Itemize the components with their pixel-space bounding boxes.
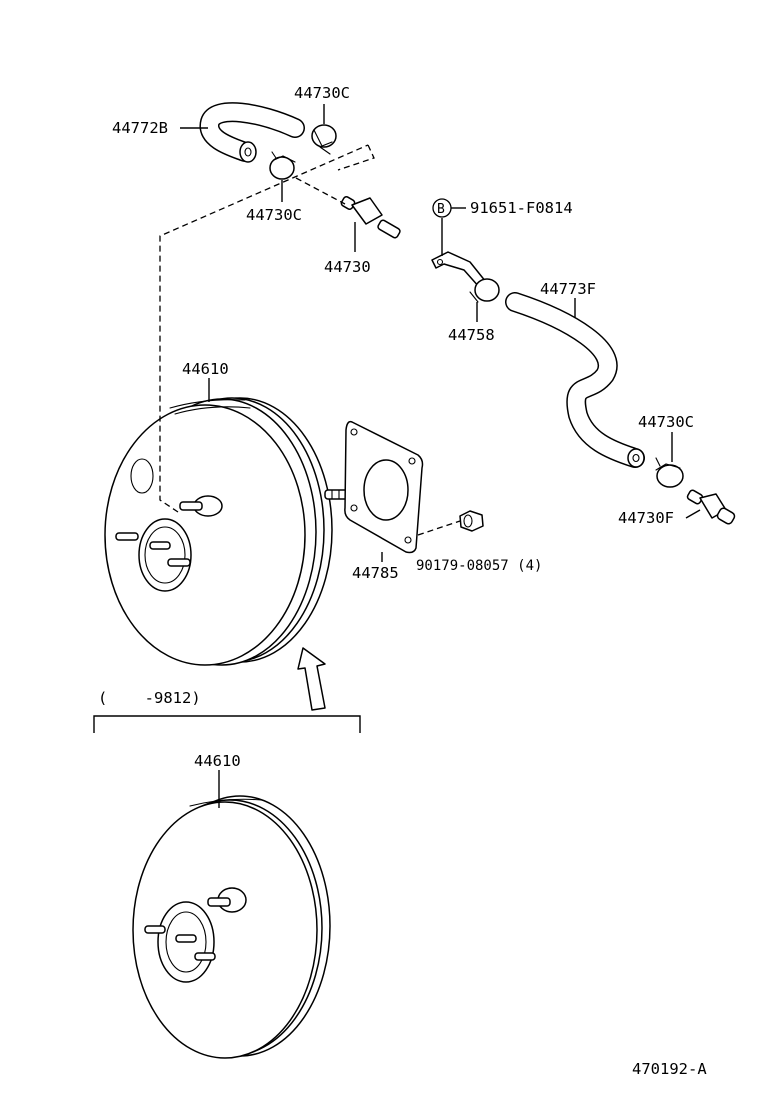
- reference-letter: B: [437, 202, 445, 217]
- part-label-44730c-mid: 44730C: [246, 206, 302, 224]
- union-fitting: [686, 489, 736, 525]
- connection-lines: [159, 144, 461, 536]
- variant-bracket: [93, 715, 361, 733]
- part-label-44758: 44758: [448, 326, 495, 344]
- part-label-44730c-right: 44730C: [638, 413, 694, 431]
- date-range-label: ( -9812): [98, 689, 201, 707]
- vacuum-hose-44772b: [199, 102, 305, 163]
- hose-clip-right: [655, 457, 684, 488]
- nut: [459, 510, 484, 532]
- check-valve: [340, 196, 401, 239]
- diagram-code: 470192-A: [632, 1060, 707, 1078]
- part-label-90179: 90179-08057 (4): [416, 558, 542, 574]
- part-label-44772b: 44772B: [112, 119, 168, 137]
- part-label-91651: 91651-F0814: [470, 199, 573, 217]
- hose-bracket: [431, 251, 500, 303]
- part-label-44730f: 44730F: [618, 509, 674, 527]
- part-label-44730: 44730: [324, 258, 371, 276]
- leader-lines: [180, 104, 701, 562]
- part-label-44610-upper: 44610: [182, 360, 229, 378]
- vacuum-hose-44773f: [505, 292, 645, 468]
- part-label-44730c-top: 44730C: [294, 84, 350, 102]
- brake-booster-upper: [104, 397, 362, 666]
- gasket-plate: [344, 420, 424, 554]
- part-label-44773f: 44773F: [540, 280, 596, 298]
- part-label-44785: 44785: [352, 564, 399, 582]
- hose-clip-middle: [269, 151, 296, 180]
- brake-booster-lower: [132, 770, 331, 1059]
- reference-marker-b: B: [432, 198, 452, 218]
- hose-clip-top: [311, 124, 337, 155]
- view-arrow: [297, 647, 326, 711]
- part-label-44610-lower: 44610: [194, 752, 241, 770]
